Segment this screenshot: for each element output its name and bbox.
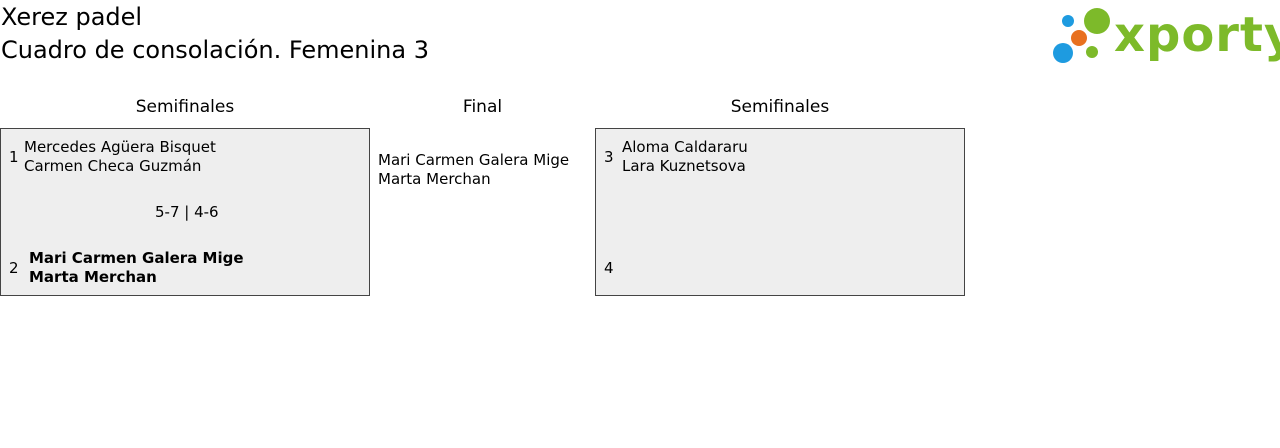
- final-team-pair: Mari Carmen Galera Mige Marta Merchan: [378, 151, 569, 189]
- player-name: Mari Carmen Galera Mige: [378, 151, 570, 169]
- player-name: Marta Merchan: [378, 170, 491, 188]
- seed-number: 2: [9, 259, 19, 277]
- semifinal-match-right: 3 Aloma Caldararu Lara Kuznetsova 4: [595, 128, 965, 296]
- player-name: Carmen Checa Guzmán: [24, 157, 202, 175]
- seed-number: 1: [9, 148, 19, 166]
- player-name: Lara Kuznetsova: [622, 157, 746, 175]
- seed-number: 3: [604, 148, 614, 166]
- seed-number: 4: [604, 259, 614, 277]
- player-name: Marta Merchan: [29, 268, 157, 286]
- xporty-dots-logo-icon: [1053, 8, 1110, 63]
- xporty-wordmark: xporty: [1114, 7, 1280, 63]
- team-pair: Mercedes Agüera Bisquet Carmen Checa Guz…: [24, 138, 216, 176]
- round-heading-left: Semifinales: [135, 97, 235, 117]
- round-heading-final: Final: [462, 97, 503, 117]
- player-name: Aloma Caldararu: [622, 138, 748, 156]
- round-heading-right: Semifinales: [730, 97, 830, 117]
- player-name: Mercedes Agüera Bisquet: [24, 138, 216, 156]
- team-pair-winner: Mari Carmen Galera Mige Marta Merchan: [29, 249, 244, 287]
- player-name: Mari Carmen Galera Mige: [29, 249, 244, 267]
- club-title: Xerez padel: [1, 3, 143, 31]
- draw-title: Cuadro de consolación. Femenina 3: [1, 36, 429, 64]
- team-pair: Aloma Caldararu Lara Kuznetsova: [622, 138, 748, 176]
- match-score: 5-7 | 4-6: [155, 203, 219, 221]
- semifinal-match-left: 1 Mercedes Agüera Bisquet Carmen Checa G…: [0, 128, 370, 296]
- xporty-logo: xporty: [1050, 2, 1280, 68]
